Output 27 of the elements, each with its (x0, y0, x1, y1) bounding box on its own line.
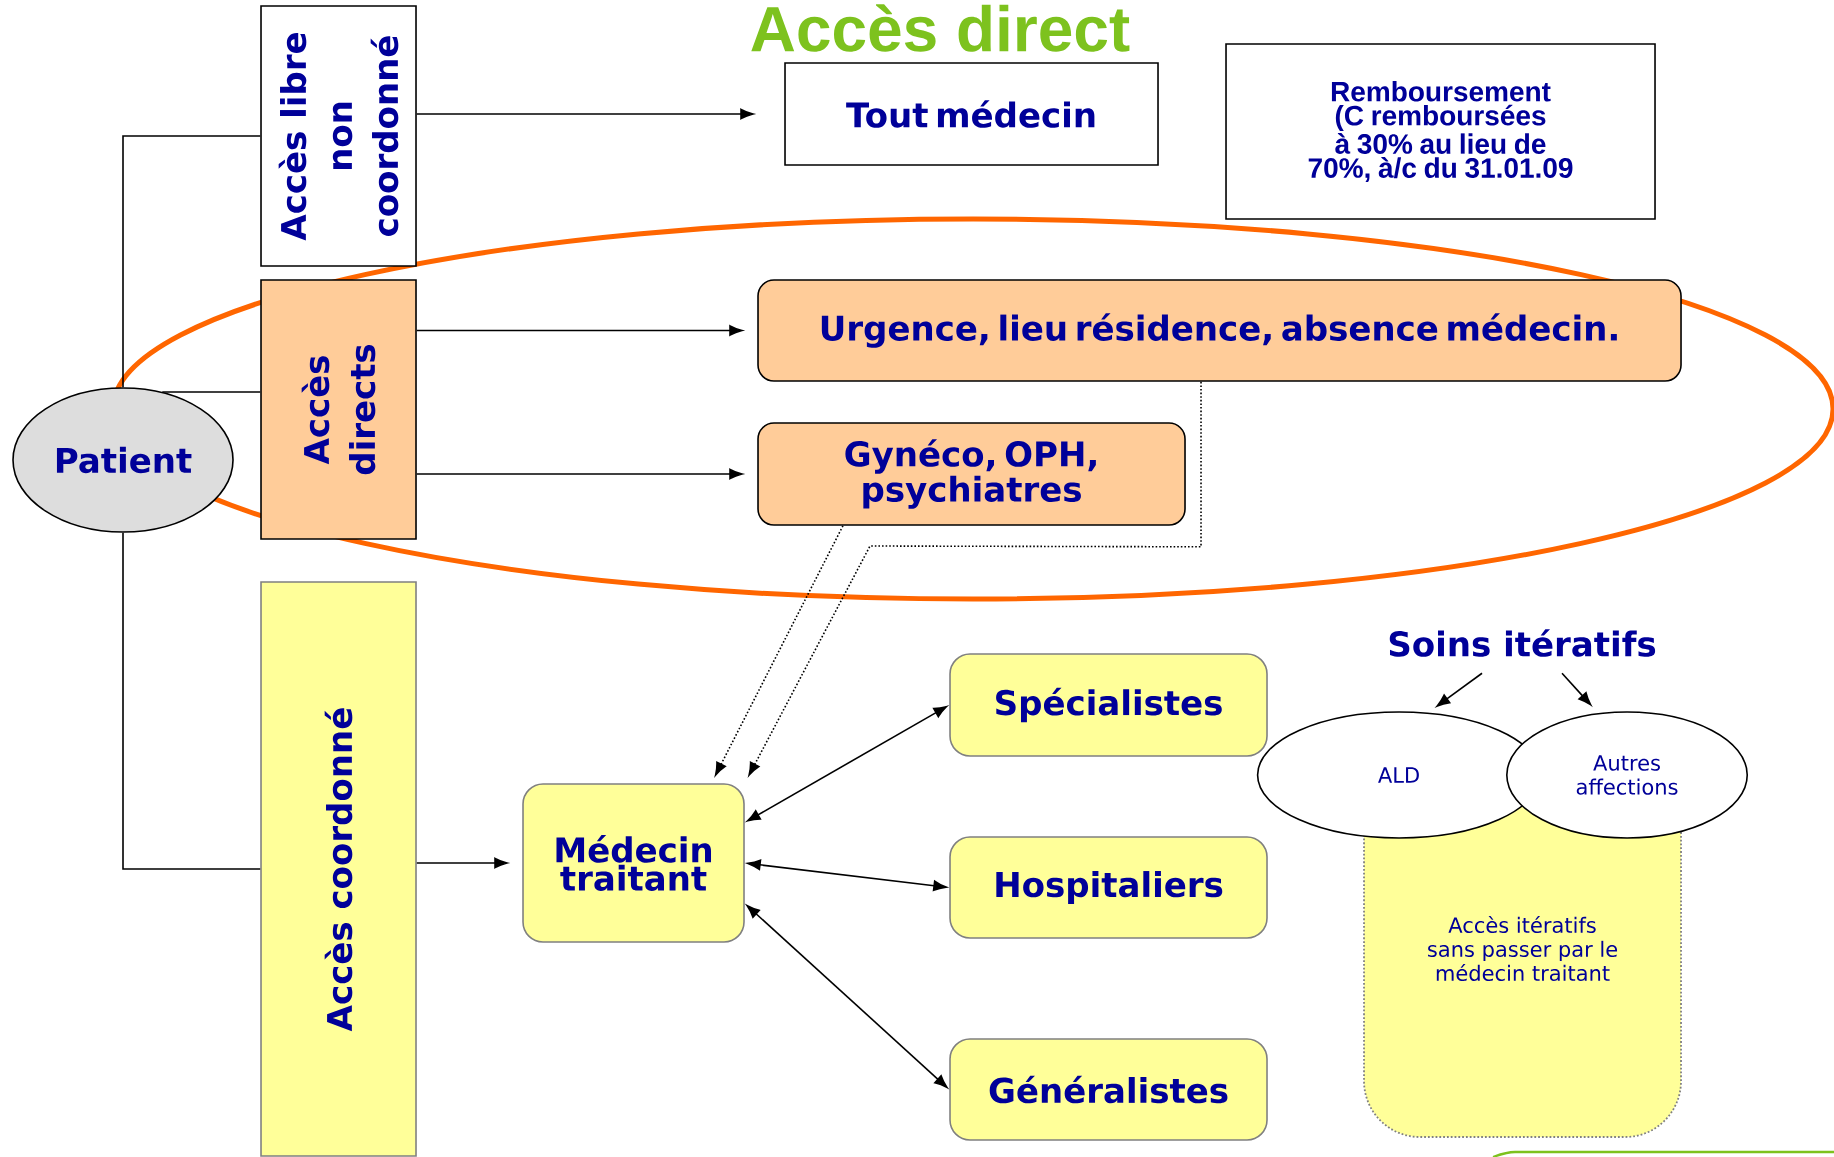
category-box: Accès libre non coordonné (260, 5, 417, 267)
connector-line (122, 135, 261, 388)
arrow (1561, 672, 1592, 706)
doctor-box: Tout médecin (784, 62, 1159, 166)
doctor-box: Médecin traitant (522, 783, 745, 943)
access-box: Urgence, lieu résidence, absence médecin. (757, 279, 1682, 382)
arrow (416, 325, 743, 336)
arrow (1436, 672, 1483, 707)
doctor-box: Spécialistes (949, 653, 1268, 757)
doctor-box: Généralistes (949, 1038, 1268, 1141)
arrow (416, 108, 754, 120)
category-box: Accès coordonné (260, 581, 417, 1157)
arrow (416, 857, 508, 869)
connector-line (122, 532, 261, 870)
connector-line (161, 391, 261, 393)
doctor-box: Hospitaliers (949, 836, 1268, 939)
arrow (714, 525, 844, 776)
note-box: Remboursement (C remboursées à 30% au lieu de 70%, à/c du 31.01.09 (1225, 43, 1656, 220)
arrow (746, 705, 948, 822)
title: Accès direct (751, 4, 1130, 52)
arrow (746, 904, 948, 1089)
arrow (747, 859, 947, 892)
access-box: Gynéco, OPH, psychiatres (757, 422, 1186, 526)
arrow (416, 468, 743, 480)
arrow (748, 381, 1202, 776)
category-box: Accès directs (260, 279, 417, 540)
heading-text: Soins itératifs (1389, 629, 1656, 657)
